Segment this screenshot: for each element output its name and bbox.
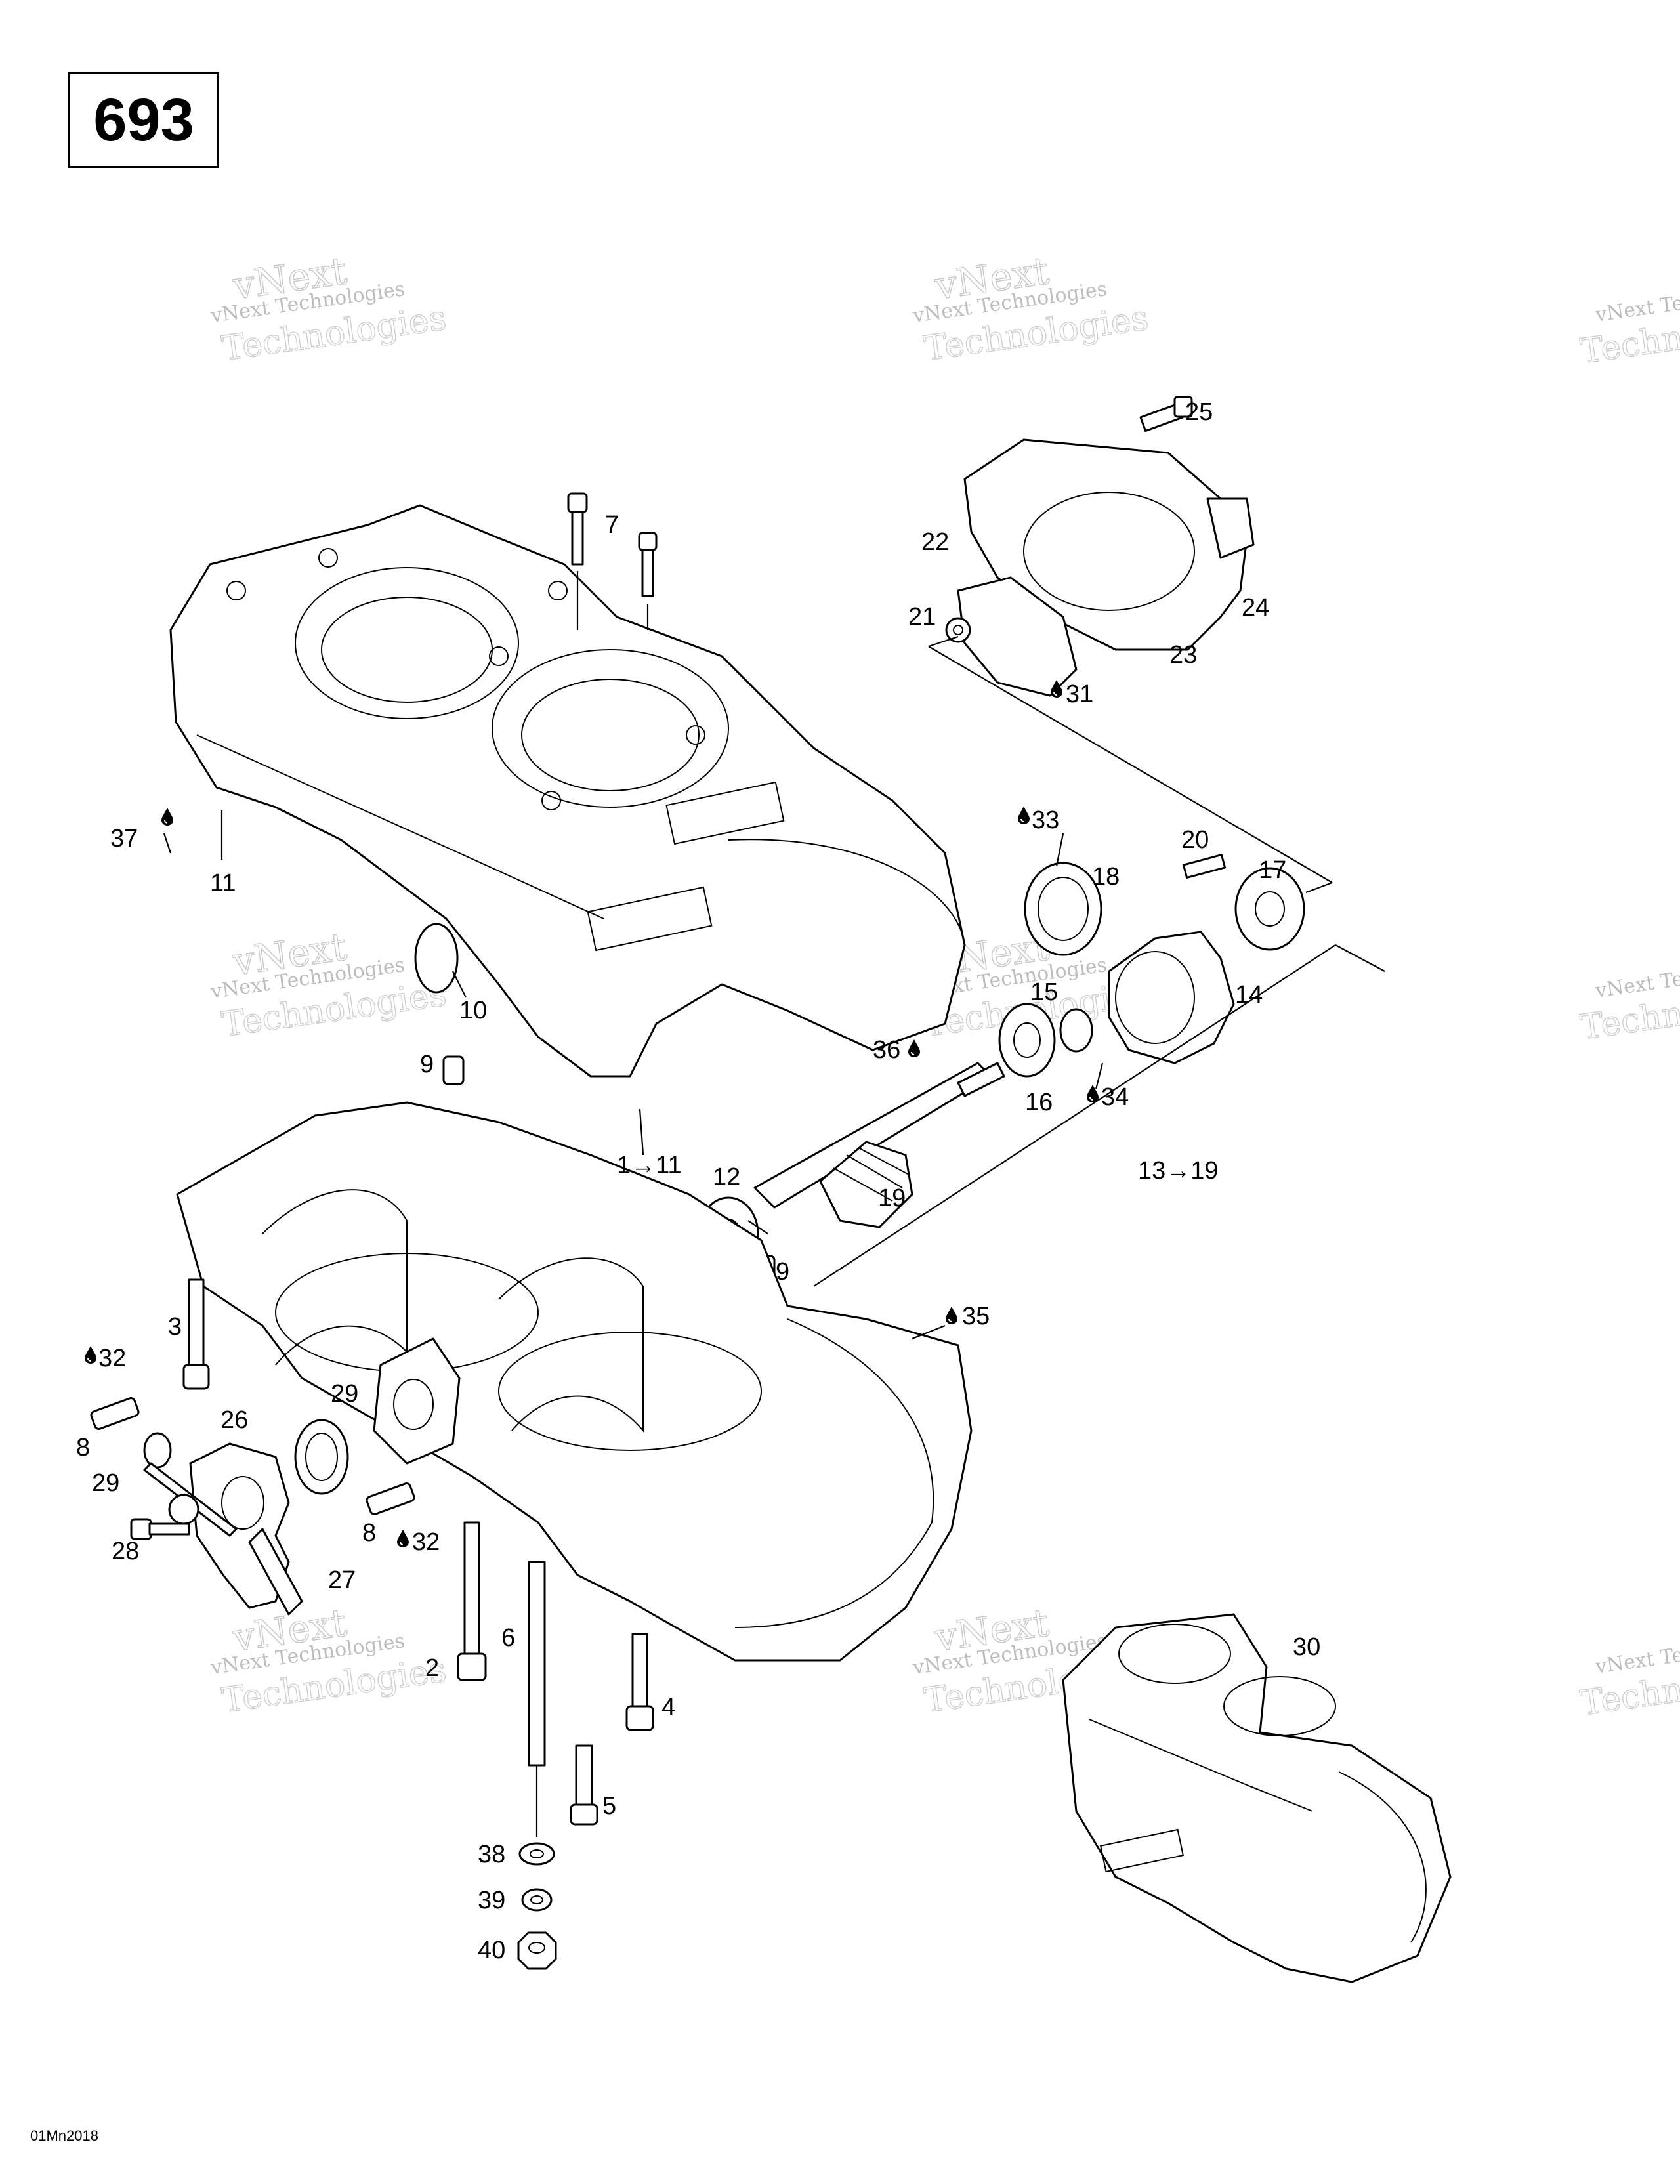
callout-14: 14 [1235,981,1263,1009]
callout-37: 37 [110,825,138,852]
callout-5: 5 [602,1792,616,1820]
callout-36: 36 [873,1036,900,1064]
watermark-8: vNext Technologies Technologies [1578,953,1680,1048]
bushing-10 [414,923,459,994]
oil-drop-icon [945,1306,958,1324]
callout-35: 35 [962,1303,990,1330]
oil-drop-icon [84,1345,97,1364]
callout-38: 38 [478,1841,505,1868]
callout-23: 23 [1169,641,1197,669]
callout-10: 10 [459,997,487,1024]
callout-1-to-11: 1→11 [617,1152,682,1179]
callout-32: 32 [412,1528,440,1556]
oil-pump-assembly [90,1397,415,1616]
callout-7: 7 [605,511,619,539]
callout-29: 29 [92,1469,119,1497]
reference-code: 01Mn2018 [30,2128,98,2144]
lower-crankcase [176,1101,973,1662]
upper-crankcase [169,504,966,1078]
callout-12: 12 [713,1164,740,1191]
bolt-7 [567,492,658,597]
callout-3: 3 [168,1313,182,1341]
callout-26: 26 [220,1406,248,1434]
callout-30: 30 [1293,1633,1320,1661]
callout-17: 17 [1259,856,1286,884]
callout-4: 4 [662,1694,675,1721]
washer-nut-stack [517,1842,557,1970]
dowel-pin-9 [442,1055,465,1085]
callout-29: 29 [331,1380,358,1408]
callout-19: 19 [878,1185,906,1212]
callout-27: 27 [328,1566,356,1594]
watermark-9: vNext Technologies Technologies [1578,1629,1680,1724]
watermark-3: vNext vNext Technologies Technologies [209,924,449,1045]
watermark-line1: vNext Technologies [1593,277,1680,327]
oil-drop-icon [161,807,174,826]
page-number: 693 [93,86,194,154]
callout-labels: 7 11 37 10 9 1→11 25 22 21 24 23 31 33 1… [76,398,1320,1964]
callout-16: 16 [1025,1089,1053,1116]
callout-40: 40 [478,1937,505,1964]
watermark-5: vNext vNext Technologies Technologies [209,1600,449,1721]
assembled-engine-30 [1062,1613,1452,1983]
callout-28: 28 [112,1538,139,1565]
cover-assembly [945,396,1255,697]
callout-34: 34 [1101,1083,1129,1111]
callout-2: 2 [425,1654,439,1682]
callout-8: 8 [362,1519,376,1547]
callout-39: 39 [478,1887,505,1914]
callout-33: 33 [1032,807,1059,834]
callout-20: 20 [1181,826,1209,854]
watermark-2: vNext vNext Technologies Technologies [911,248,1151,369]
studs-and-bolts [182,1278,654,1826]
leader-lines [163,635,1385,1340]
callout-22: 22 [921,528,949,556]
oil-drop-icon [1017,806,1030,824]
oil-drop-icon [908,1039,921,1057]
watermark-7: vNext Technologies Technologies [1578,277,1680,372]
watermark-line1: vNext Technologies [1593,1629,1680,1679]
callout-9: 9 [776,1258,789,1286]
oil-drop-icon [396,1529,410,1547]
callout-11: 11 [210,870,236,897]
watermark-line1: vNext Technologies [1593,953,1680,1003]
callout-24: 24 [1242,594,1269,621]
callout-25: 25 [1185,398,1213,426]
callout-15: 15 [1030,978,1058,1006]
callout-6: 6 [501,1624,515,1652]
seal-and-bearing-group [998,854,1305,1078]
callout-32: 32 [98,1345,126,1372]
callout-18: 18 [1092,863,1120,891]
callout-31: 31 [1066,681,1093,708]
callout-13-to-19: 13→19 [1138,1157,1219,1185]
callout-8: 8 [76,1434,90,1461]
callout-9: 9 [420,1051,434,1078]
callout-21: 21 [908,603,936,631]
watermark-1: vNext vNext Technologies Technologies [209,248,449,369]
page-number-box: 693 [68,72,219,168]
